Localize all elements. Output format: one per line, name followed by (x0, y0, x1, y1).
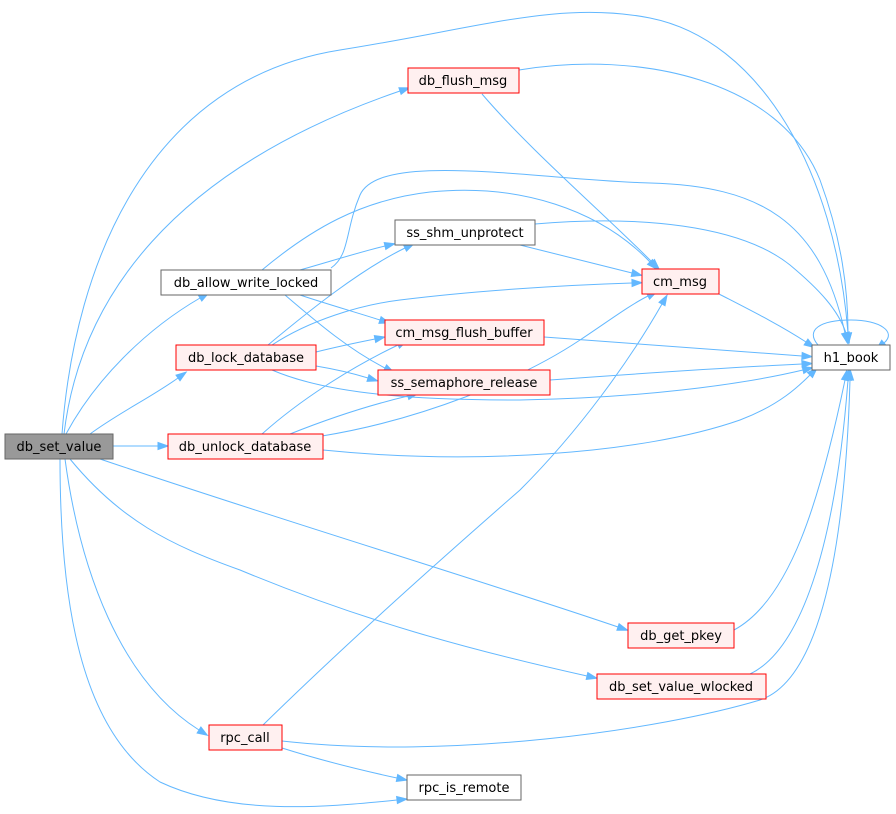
node-label: db_unlock_database (179, 440, 312, 455)
node-label: ss_shm_unprotect (406, 226, 523, 241)
node-rpc-call[interactable]: rpc_call (208, 724, 283, 751)
node-label: cm_msg_flush_buffer (395, 326, 533, 341)
node-db-set-value[interactable]: db_set_value (4, 433, 114, 460)
edge-ss-shm-unprotect-to-h1-book (534, 220, 850, 344)
edge-db-set-value-to-db-flush-msg (63, 87, 411, 435)
node-label: rpc_is_remote (419, 781, 510, 796)
node-label: rpc_call (220, 731, 270, 746)
edge-db-lock-database-to-cm-msg-flush-buffer (315, 335, 387, 353)
edge-db-allow-write-locked-to-ss-shm-unprotect (299, 242, 397, 271)
edge-db-set-value-to-db-lock-database (89, 371, 188, 435)
node-label: ss_semaphore_release (391, 376, 538, 391)
node-label: db_lock_database (188, 351, 304, 366)
node-db-allow-write-locked[interactable]: db_allow_write_locked (160, 269, 332, 296)
edge-ss-shm-unprotect-to-cm-msg (519, 244, 644, 277)
node-db-set-value-wlocked[interactable]: db_set_value_wlocked (596, 673, 767, 700)
edge-db-lock-database-to-cm-msg (271, 278, 644, 346)
node-label: db_set_value (17, 440, 102, 455)
node-db-flush-msg[interactable]: db_flush_msg (407, 67, 520, 94)
node-label: db_allow_write_locked (174, 276, 319, 291)
edge-db-allow-write-locked-to-h1-book (330, 169, 849, 345)
edge-db-set-value-to-rpc-call (64, 458, 209, 737)
node-label: db_get_pkey (640, 629, 722, 644)
edge-db-set-value-to-db-get-pkey (99, 458, 629, 631)
node-label: cm_msg (653, 275, 707, 290)
edge-db-unlock-database-to-ss-semaphore-release (289, 392, 420, 435)
edge-db-flush-msg-to-h1-book (518, 63, 853, 345)
edge-rpc-call-to-h1-book (281, 368, 855, 748)
node-label: h1_book (824, 351, 879, 366)
edge-db-lock-database-to-h1-book (271, 366, 815, 401)
edge-db-set-value-wlocked-to-h1-book (749, 368, 853, 675)
edge-db-set-value-to-rpc-is-remote (59, 458, 409, 808)
node-rpc-is-remote[interactable]: rpc_is_remote (406, 774, 522, 801)
node-db-unlock-database[interactable]: db_unlock_database (167, 433, 324, 460)
edge-db-set-value-to-db-set-value-wlocked (69, 458, 599, 680)
node-db-get-pkey[interactable]: db_get_pkey (627, 622, 735, 649)
edge-db-get-pkey-to-h1-book (733, 368, 849, 631)
edges-layer (59, 11, 889, 808)
node-ss-semaphore-release[interactable]: ss_semaphore_release (377, 369, 551, 396)
node-h1-book[interactable]: h1_book (811, 344, 891, 371)
edge-rpc-call-to-rpc-is-remote (281, 747, 409, 782)
edge-ss-semaphore-release-to-h1-book (549, 359, 814, 381)
edge-cm-msg-to-h1-book (718, 293, 816, 349)
node-ss-shm-unprotect[interactable]: ss_shm_unprotect (394, 219, 536, 246)
edge-cm-msg-flush-buffer-to-h1-book (543, 336, 814, 361)
node-label: db_set_value_wlocked (609, 680, 753, 695)
node-cm-msg[interactable]: cm_msg (641, 268, 720, 295)
node-cm-msg-flush-buffer[interactable]: cm_msg_flush_buffer (384, 319, 545, 346)
edge-db-lock-database-to-ss-semaphore-release (315, 365, 380, 382)
edge-db-set-value-to-db-unlock-database (113, 441, 170, 451)
node-db-lock-database[interactable]: db_lock_database (175, 344, 317, 371)
edge-rpc-call-to-cm-msg (262, 293, 668, 726)
edge-db-allow-write-locked-to-cm-msg (261, 189, 658, 271)
edge-db-unlock-database-to-cm-msg (321, 290, 659, 437)
node-label: db_flush_msg (419, 74, 508, 89)
